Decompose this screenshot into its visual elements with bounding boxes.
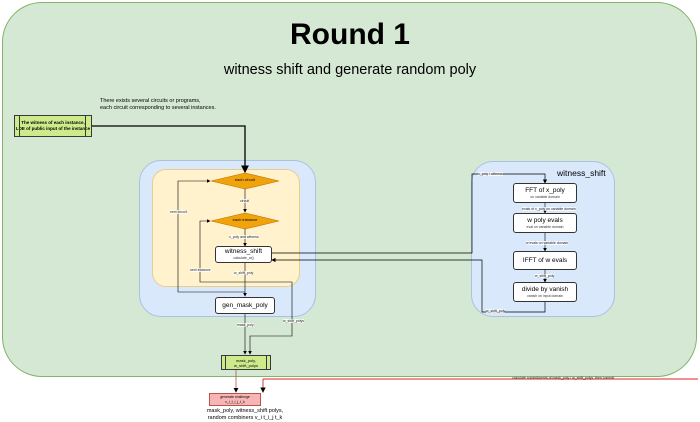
output-box[interactable]: mask_poly, w_shift_polys bbox=[221, 355, 271, 370]
w-shift-poly-label: w_shift_poly bbox=[234, 271, 254, 275]
shift-to-output-arrow bbox=[245, 281, 293, 355]
each-circuit-label: each circuit bbox=[234, 177, 256, 182]
divide-node[interactable]: divide by vanish vanish on input domain bbox=[513, 282, 577, 302]
generate-challenge-box[interactable]: generate challenge v_i_t_i_j_t_k bbox=[209, 393, 261, 406]
challenge-line1: generate challenge bbox=[220, 395, 250, 399]
instance-loop-container bbox=[152, 169, 300, 287]
process-bar-left bbox=[19, 116, 25, 136]
bottom-caption-line2: random combiners v_i t_i_j t_k bbox=[207, 414, 283, 421]
ifft-node[interactable]: IFFT of w evals bbox=[513, 251, 577, 270]
next-instance-loop bbox=[199, 219, 245, 283]
evals-label: evals of x_poly on variable domain bbox=[522, 207, 576, 211]
w-shift-polys-label: w_shift_polys bbox=[283, 319, 305, 323]
witness-to-fft-arrow bbox=[271, 173, 548, 254]
gen-mask-poly-node[interactable]: gen_mask_poly bbox=[215, 297, 275, 314]
next-instance-label: next instance bbox=[190, 268, 211, 272]
w-poly-evals-title: w poly evals bbox=[527, 216, 563, 224]
gen-mask-poly-title: gen_mask_poly bbox=[222, 301, 268, 309]
circuit-note-line1: There exists several circuits or program… bbox=[100, 98, 201, 104]
witness-input-line2: LDE of public input of the instance bbox=[15, 126, 91, 131]
circuit-note: There exists several circuits or program… bbox=[100, 98, 216, 112]
each-instance-label: each instance bbox=[232, 217, 258, 222]
w-poly-evals-sub: eval on variable domain bbox=[526, 224, 564, 229]
divide-node-sub: vanish on input domain bbox=[527, 293, 563, 298]
witness-input-line1: The witness of each instance, bbox=[21, 120, 85, 125]
fft-node-sub: on variable domain bbox=[530, 194, 560, 199]
w-evals-label: w evals on variable domain bbox=[526, 241, 569, 245]
input-to-circuit-arrow bbox=[92, 125, 249, 174]
bottom-caption: mask_poly, witness_shift polys, random c… bbox=[150, 408, 340, 421]
right-w-shift-poly-out-label: w_shift_poly bbox=[486, 309, 506, 313]
witness-shift-node-sub: calculate_w() bbox=[233, 256, 254, 260]
x-poly-witness-label: x_poly and witness bbox=[229, 235, 259, 239]
output-line1: mask_poly, bbox=[236, 357, 256, 363]
mask-poly-label: mask_poly bbox=[237, 323, 254, 327]
witness-shift-container-title: witness_shift bbox=[557, 168, 606, 178]
circuit-edge-label: circuit bbox=[240, 199, 250, 203]
fft-node[interactable]: FFT of x_poly on variable domain bbox=[513, 183, 577, 203]
witness-shift-node[interactable]: witness_shift calculate_w() bbox=[215, 246, 272, 263]
commit-label: calculate commitments of mask_poly / w_s… bbox=[512, 376, 615, 380]
out-bar-right bbox=[266, 356, 267, 369]
fft-node-title: FFT of x_poly bbox=[525, 186, 565, 194]
process-bar-right bbox=[85, 116, 91, 136]
challenge-line2: v_i_t_i_j_t_k bbox=[225, 399, 245, 404]
w-poly-evals-node[interactable]: w poly evals eval on variable domain bbox=[513, 213, 577, 233]
next-circuit-loop bbox=[177, 179, 245, 293]
return-shift-arrow bbox=[271, 257, 546, 313]
page-title: Round 1 bbox=[290, 18, 410, 51]
bottom-caption-line1: mask_poly, witness_shift polys, bbox=[206, 408, 284, 414]
witness-input-box[interactable]: The witness of each instance, LDE of pub… bbox=[14, 115, 92, 137]
witness-shift-node-title: witness_shift bbox=[224, 248, 263, 255]
x-poly-witness-in-label: x_poly / witness bbox=[478, 172, 503, 176]
right-w-shift-poly-label: w_shift_poly bbox=[535, 274, 555, 278]
out-bar-left bbox=[225, 356, 226, 369]
ifft-node-title: IFFT of w evals bbox=[522, 256, 568, 264]
next-circuit-label: next circuit bbox=[170, 210, 187, 214]
output-line2: w_shift_polys bbox=[233, 362, 258, 368]
divide-node-title: divide by vanish bbox=[521, 285, 569, 293]
circuit-note-line2: each circuit corresponding to several in… bbox=[100, 105, 216, 111]
page-subtitle: witness shift and generate random poly bbox=[223, 62, 477, 78]
